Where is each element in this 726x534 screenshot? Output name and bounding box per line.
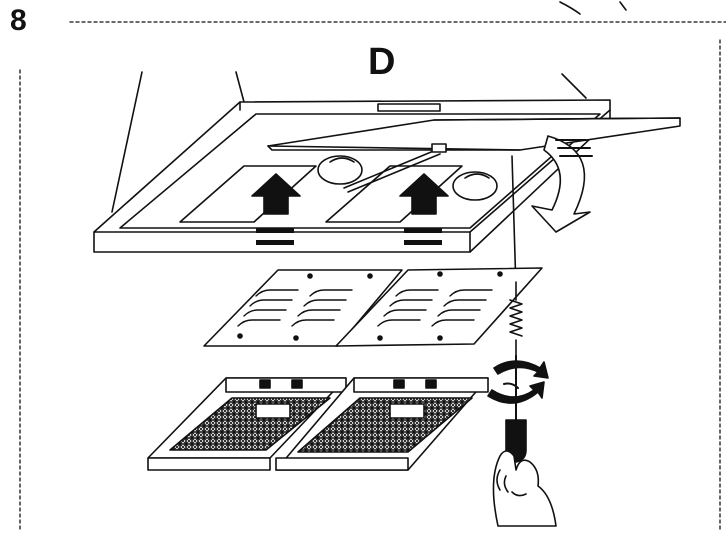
step-arrow-up-icon <box>251 173 301 245</box>
rotate-panel-arrow-icon <box>531 135 593 233</box>
front-flap <box>267 117 681 291</box>
screwdriver-icon <box>505 355 527 463</box>
frame-dotted-lines <box>19 21 726 531</box>
hand-icon <box>492 450 557 527</box>
wall-lines <box>111 71 587 213</box>
panel-letter: D <box>368 41 396 83</box>
step-number: 8 <box>10 4 27 37</box>
carbon-filter-right <box>275 377 489 471</box>
rotate-screw-arrow-icon <box>487 360 549 404</box>
grease-grille-right <box>335 267 543 347</box>
carbon-filter-left <box>147 377 347 471</box>
previous-figure-fragment <box>559 1 627 15</box>
step-arrow-up-icon <box>399 173 449 245</box>
screw <box>509 281 523 357</box>
grease-grille-left <box>203 269 403 347</box>
